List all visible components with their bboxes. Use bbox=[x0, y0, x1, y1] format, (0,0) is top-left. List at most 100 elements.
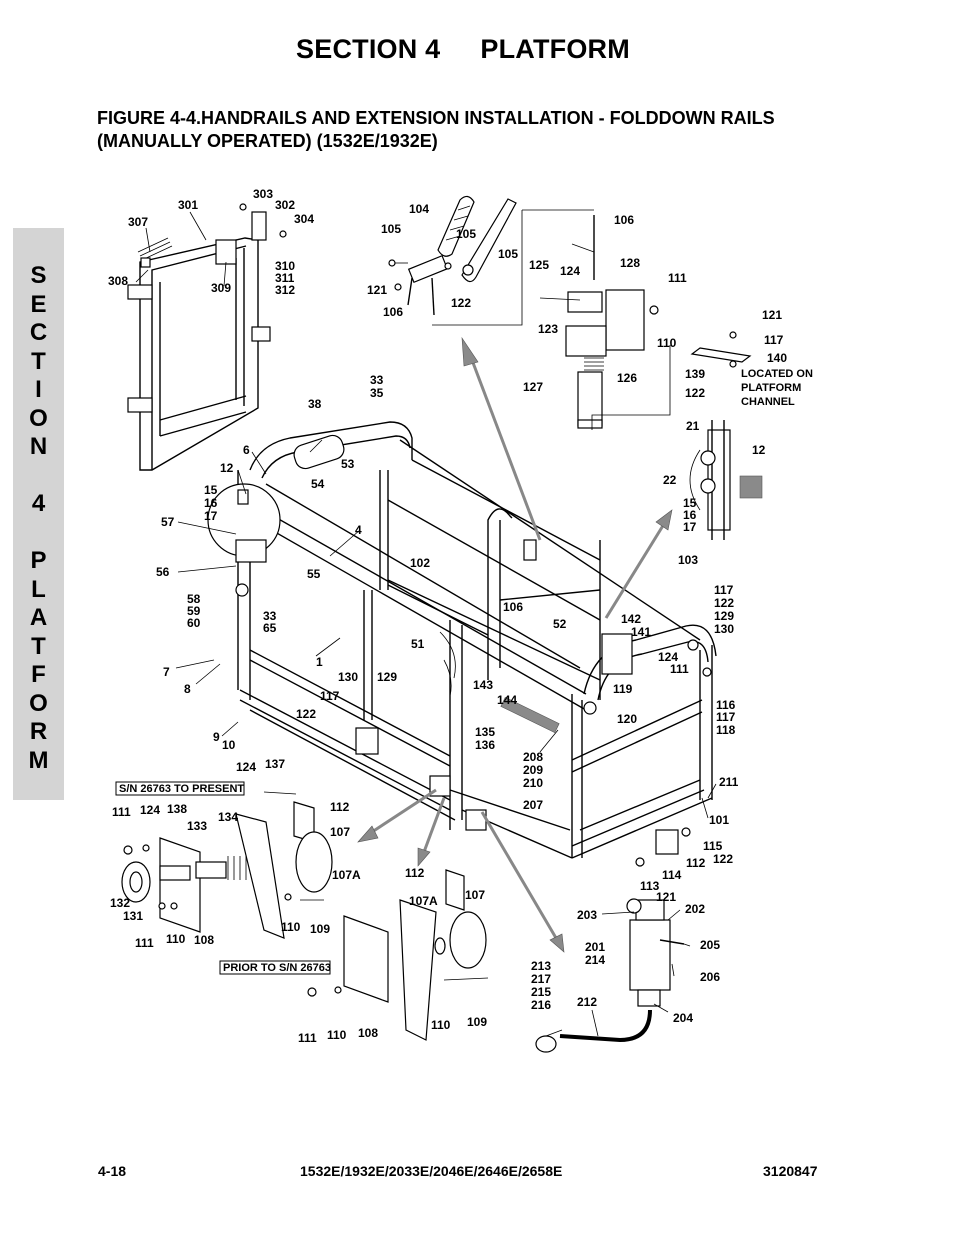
callout-label: 121 bbox=[762, 308, 782, 322]
direction-arrows bbox=[357, 336, 673, 953]
callout-label: 15 bbox=[683, 496, 697, 510]
callout-label: 119 bbox=[613, 682, 633, 696]
model-list: 1532E/1932E/2033E/2046E/2646E/2658E bbox=[300, 1163, 563, 1179]
callout-label: 110 bbox=[657, 336, 677, 350]
callout-label: 138 bbox=[167, 802, 187, 816]
callout-label: 122 bbox=[685, 386, 705, 400]
callout-label: 55 bbox=[307, 567, 321, 581]
side-tab-letter: L bbox=[31, 575, 46, 603]
callout-label: 125 bbox=[529, 258, 549, 272]
leader-lines bbox=[135, 211, 717, 1037]
platform-cage bbox=[207, 421, 717, 859]
side-tab-letter: N bbox=[29, 433, 48, 460]
callout-label: 108 bbox=[194, 933, 214, 947]
callout-label: 16 bbox=[204, 496, 218, 510]
callout-label: 210 bbox=[523, 776, 543, 790]
callout-label: 101 bbox=[709, 813, 729, 827]
callout-label: 105 bbox=[498, 247, 518, 261]
callout-label: 38 bbox=[308, 397, 322, 411]
callout-label: 207 bbox=[523, 798, 543, 812]
callout-label: 107A bbox=[332, 868, 361, 882]
callout-label: 105 bbox=[456, 227, 476, 241]
switch-cable-detail bbox=[535, 827, 691, 1053]
callout-label: 130 bbox=[338, 670, 358, 684]
callout-label: 8 bbox=[184, 682, 191, 696]
callout-label: 111 bbox=[298, 1031, 317, 1045]
callout-label: 65 bbox=[263, 621, 277, 635]
callout-label: 217 bbox=[531, 972, 551, 986]
callout-label: 135 bbox=[475, 725, 495, 739]
callout-label: 114 bbox=[662, 868, 682, 882]
side-tab-letter: C bbox=[29, 319, 48, 346]
callout-label: 109 bbox=[310, 922, 330, 936]
callout-label: 58 bbox=[187, 592, 201, 606]
callout-label: 60 bbox=[187, 616, 201, 630]
callout-label: 213 bbox=[531, 959, 551, 973]
callout-label: 120 bbox=[617, 712, 637, 726]
callout-label: 129 bbox=[714, 609, 734, 623]
callout-label: 103 bbox=[678, 553, 698, 567]
callout-label: 308 bbox=[108, 274, 128, 288]
callout-label: 214 bbox=[585, 953, 605, 967]
callout-label: 141 bbox=[631, 625, 651, 639]
callout-label: 122 bbox=[714, 596, 734, 610]
side-tab-letter: S bbox=[30, 262, 47, 289]
callout-label: 54 bbox=[311, 477, 325, 491]
callout-label: 52 bbox=[553, 617, 567, 631]
callout-label: 17 bbox=[204, 509, 218, 523]
section-name: PLATFORM bbox=[480, 34, 630, 64]
callout-label: 123 bbox=[538, 322, 558, 336]
sn-present-note: S/N 26763 TO PRESENT bbox=[119, 783, 244, 795]
section-side-tab: S E C T I O N 4 P L A T F O R M bbox=[13, 228, 64, 800]
callout-label: 139 bbox=[685, 367, 705, 381]
page-number: 4-18 bbox=[98, 1163, 127, 1179]
callout-label: 204 bbox=[673, 1011, 693, 1025]
callout-label: 56 bbox=[156, 565, 170, 579]
callout-label: 1 bbox=[316, 655, 323, 669]
callout-label: 302 bbox=[275, 198, 295, 212]
callout-label: 121 bbox=[656, 890, 676, 904]
callout-label: 134 bbox=[218, 810, 238, 824]
callout-label: 35 bbox=[370, 386, 384, 400]
folddown-rail-frame bbox=[127, 203, 287, 471]
callout-label: 216 bbox=[531, 998, 551, 1012]
callout-label: 107 bbox=[330, 825, 350, 839]
callout-label: 115 bbox=[703, 839, 723, 853]
callout-label: 111 bbox=[112, 805, 131, 819]
callout-label: 124 bbox=[140, 803, 160, 817]
callout-label: 104 bbox=[409, 202, 429, 216]
callout-label: 106 bbox=[614, 213, 634, 227]
callout-label: 109 bbox=[467, 1015, 487, 1029]
callout-label: 111 bbox=[135, 936, 154, 950]
location-note-line3: CHANNEL bbox=[741, 396, 795, 408]
callout-label: 33 bbox=[263, 609, 277, 623]
callout-label: 106 bbox=[383, 305, 403, 319]
callout-label: 107 bbox=[465, 888, 485, 902]
side-tab-letter: P bbox=[30, 547, 47, 574]
callout-label: 117 bbox=[716, 710, 736, 724]
callout-label: 130 bbox=[714, 622, 734, 636]
callout-label: 206 bbox=[700, 970, 720, 984]
callout-label: 131 bbox=[123, 909, 143, 923]
location-note-line1: LOCATED ON bbox=[741, 368, 813, 380]
callout-label: 116 bbox=[716, 698, 736, 712]
callout-label: 311 bbox=[275, 271, 295, 285]
callout-label: 307 bbox=[128, 215, 148, 229]
callout-label: 124 bbox=[560, 264, 580, 278]
callout-label: 117 bbox=[320, 689, 340, 703]
figure-title: FIGURE 4-4.HANDRAILS AND EXTENSION INSTA… bbox=[97, 107, 857, 153]
side-tab-letters: S E C T I O N 4 P L A T F O R M bbox=[13, 262, 64, 775]
callout-label: 312 bbox=[275, 283, 295, 297]
callout-label: 118 bbox=[716, 723, 736, 737]
side-tab-letter: T bbox=[31, 632, 46, 660]
side-tab-letter: O bbox=[29, 689, 48, 717]
side-tab-letter: F bbox=[31, 661, 46, 688]
callout-label: 132 bbox=[110, 896, 130, 910]
callout-label: 57 bbox=[161, 515, 175, 529]
callout-label: 22 bbox=[663, 473, 677, 487]
side-tab-letter: T bbox=[31, 347, 46, 375]
callout-label: 209 bbox=[523, 763, 543, 777]
callout-label: 59 bbox=[187, 604, 201, 618]
callout-label: 9 bbox=[213, 730, 220, 744]
